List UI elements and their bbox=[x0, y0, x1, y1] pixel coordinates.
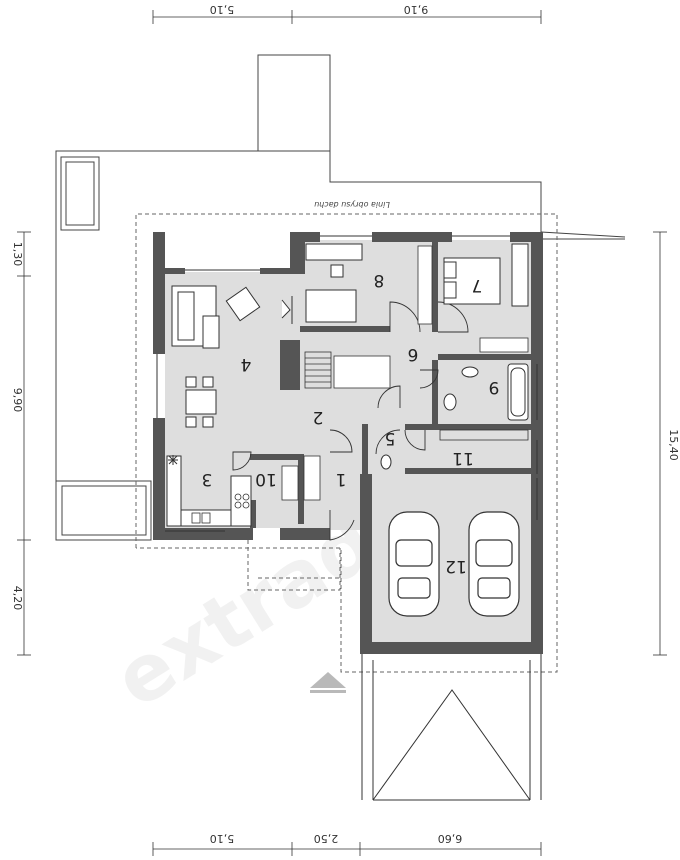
wardrobe-icon bbox=[281, 245, 529, 501]
car-icon bbox=[388, 511, 440, 617]
sink-icon bbox=[191, 512, 211, 524]
room-number-6: 6 bbox=[408, 344, 419, 364]
top-dimension-line bbox=[152, 10, 542, 24]
room-number-11: 11 bbox=[452, 448, 474, 468]
stairs-icon bbox=[304, 351, 332, 389]
room-number-2: 2 bbox=[313, 407, 324, 427]
dining-table-icon bbox=[185, 376, 217, 428]
bottom-dim-3: 6,60 bbox=[438, 832, 463, 845]
shower-tray bbox=[439, 429, 529, 441]
cooktop-icon bbox=[234, 493, 250, 509]
walls bbox=[153, 232, 543, 654]
room-number-3: 3 bbox=[202, 469, 213, 489]
left-dimension-line bbox=[17, 231, 31, 656]
bed-icon bbox=[443, 243, 529, 307]
fan-icon bbox=[168, 455, 178, 465]
room-number-8: 8 bbox=[374, 270, 385, 290]
car-icon bbox=[468, 511, 520, 617]
desk-icon bbox=[305, 243, 363, 323]
room-number-10: 10 bbox=[255, 469, 277, 489]
driveway bbox=[361, 654, 542, 801]
top-dim-2: 9,10 bbox=[404, 3, 429, 16]
bottom-dimension-line bbox=[152, 842, 542, 856]
bottom-dim-1: 5,10 bbox=[210, 832, 235, 845]
roof-outline-label: Linia obrysu dachu bbox=[314, 200, 390, 209]
room-number-12: 12 bbox=[445, 556, 467, 576]
right-dimension-line bbox=[653, 231, 667, 656]
armchair-icon bbox=[202, 286, 261, 349]
bottom-dim-2: 2,50 bbox=[314, 832, 339, 845]
floor-areas bbox=[165, 232, 535, 654]
windows bbox=[156, 235, 538, 532]
room-number-1: 1 bbox=[336, 469, 347, 489]
room-number-5: 5 bbox=[385, 428, 396, 448]
right-dim-1: 15,40 bbox=[667, 429, 680, 461]
kitchen-counter bbox=[166, 455, 252, 527]
bathtub-icon bbox=[507, 363, 529, 421]
left-dim-1: 1,30 bbox=[11, 242, 24, 267]
room-labels: 1 2 3 4 5 6 7 8 9 10 11 12 bbox=[202, 270, 500, 576]
room-number-7: 7 bbox=[472, 275, 483, 295]
toilet-icon bbox=[380, 366, 479, 470]
top-dim-1: 5,10 bbox=[210, 3, 235, 16]
entrance-arrow-icon bbox=[310, 672, 346, 693]
terrace-outline bbox=[55, 54, 626, 541]
room-number-9: 9 bbox=[489, 377, 500, 397]
room-number-4: 4 bbox=[241, 354, 252, 374]
left-dim-2: 9,90 bbox=[11, 388, 24, 413]
fireplace-icon bbox=[281, 296, 293, 324]
entrance-path bbox=[247, 540, 341, 591]
roof-outline bbox=[135, 213, 558, 673]
left-dim-3: 4,20 bbox=[11, 586, 24, 611]
